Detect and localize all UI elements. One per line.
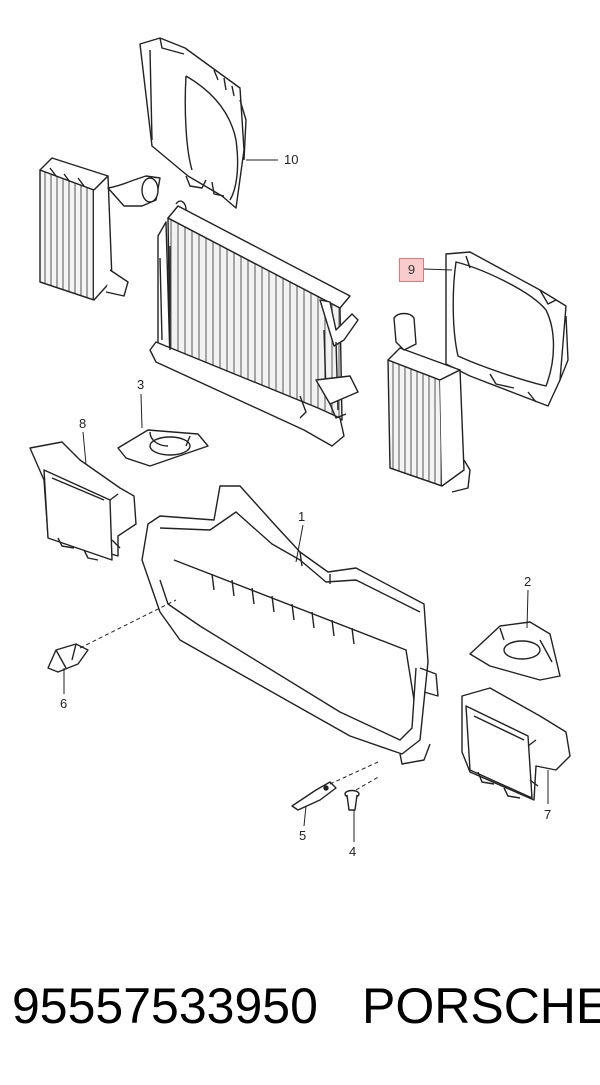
brand-name: PORSCHE	[362, 978, 600, 1034]
part-10-fan-shroud	[139, 37, 247, 209]
callout-6: 6	[60, 696, 68, 711]
part-2-air-guide	[469, 621, 561, 681]
part-number: 95557533950	[12, 978, 318, 1034]
callout-5: 5	[299, 828, 307, 843]
part-1-main-air-duct	[141, 485, 439, 765]
leader-2	[526, 589, 529, 629]
leader-3	[140, 393, 143, 429]
callout-2: 2	[524, 574, 532, 589]
leader-4-dashed	[355, 775, 381, 791]
callout-1: 1	[298, 509, 306, 524]
callout-8: 8	[79, 416, 87, 431]
part-7-air-duct-right	[461, 687, 571, 801]
right-charge-air-cooler	[387, 312, 471, 493]
part-9-fan-shroud	[445, 251, 569, 407]
leader-5-dashed	[329, 761, 379, 785]
leader-5	[303, 805, 307, 827]
leader-1	[295, 524, 304, 563]
left-charge-air-cooler	[39, 157, 161, 301]
leader-9	[423, 268, 453, 271]
part-8-air-duct-left	[29, 441, 137, 561]
callout-7: 7	[544, 807, 552, 822]
leader-6-dashed	[79, 599, 177, 649]
part-4-clip	[344, 789, 360, 811]
part-3-air-guide	[117, 429, 209, 467]
callout-9-highlighted: 9	[399, 258, 424, 282]
radiator-assembly	[149, 200, 359, 447]
callout-10: 10	[284, 152, 299, 167]
leader-8	[82, 431, 87, 465]
callout-3: 3	[137, 377, 145, 392]
part-6-deflector	[47, 643, 89, 673]
callout-4: 4	[349, 844, 357, 859]
part-5-bracket	[291, 781, 337, 811]
